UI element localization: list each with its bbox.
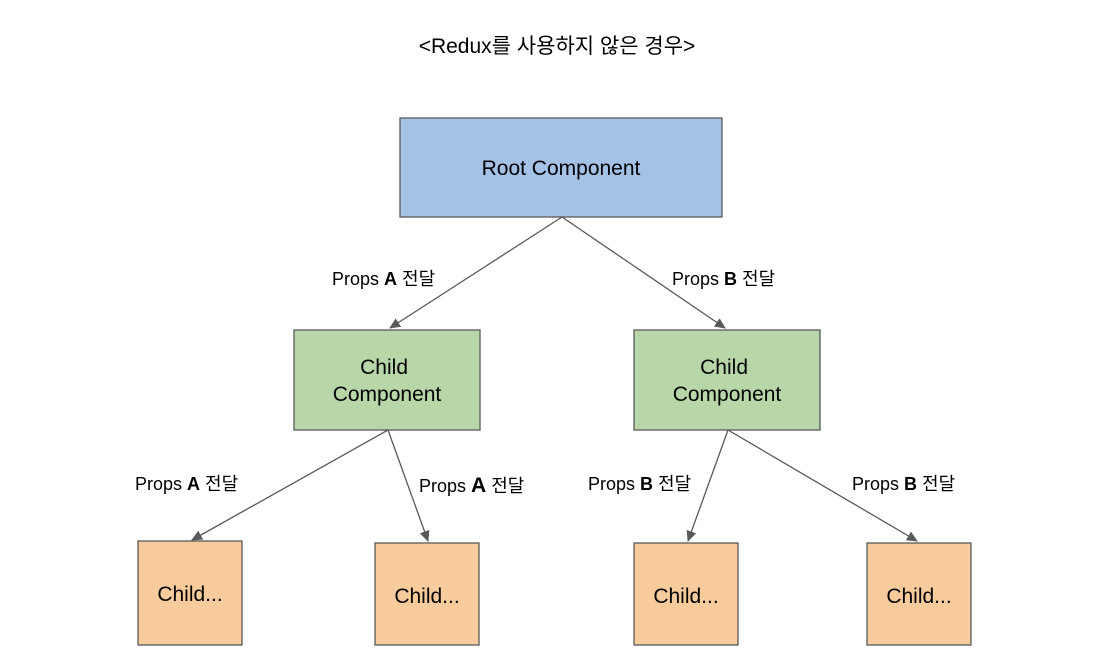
leaf-child-4-label: Child...: [886, 585, 951, 608]
edge-label-a-to-leaf-1-key: A: [187, 474, 200, 494]
edge-child-a-to-leaf-2: [387, 429, 430, 542]
edge-label-a-to-leaf-1-prefix: Props: [135, 474, 187, 494]
edge-label-root-to-a-suffix: 전달: [397, 269, 435, 289]
leaf-child-3-node: Child...: [633, 542, 739, 646]
leaf-child-2-label: Child...: [394, 585, 459, 608]
child-component-b-box: [633, 329, 821, 431]
edge-label-b-to-leaf-4-suffix: 전달: [917, 474, 955, 494]
edge-label-b-to-leaf-4-key: B: [904, 474, 917, 494]
edge-label-root-to-a: Props A 전달: [332, 269, 435, 289]
root-component-label: Root Component: [482, 157, 641, 180]
edge-label-b-to-leaf-3-key: B: [640, 474, 653, 494]
leaf-child-4-node: Child...: [866, 542, 972, 646]
edge-label-root-to-b: Props B 전달: [672, 269, 775, 289]
edge-label-a-to-leaf-2-key: A: [471, 474, 486, 497]
child-component-b-label: Child Component: [673, 356, 782, 406]
child-component-b-node: Child Component: [633, 329, 821, 431]
diagram-title: <Redux를 사용하지 않은 경우>: [419, 35, 696, 58]
leaf-child-3-label: Child...: [653, 585, 718, 608]
leaf-child-3-box: [633, 542, 739, 646]
child-component-a-label: Child Component: [333, 356, 442, 406]
edge-child-a-to-leaf-1: [191, 429, 389, 541]
leaf-child-4-box: [866, 542, 972, 646]
edge-child-b-to-leaf-3: [686, 429, 729, 542]
edge-label-root-to-b-prefix: Props: [672, 269, 724, 289]
leaf-child-2-node: Child...: [374, 542, 480, 646]
child-component-a-node: Child Component: [293, 329, 481, 431]
edge-label-a-to-leaf-2: Props A 전달: [419, 474, 524, 497]
edge-label-b-to-leaf-3-suffix: 전달: [653, 474, 691, 494]
edge-label-root-to-b-suffix: 전달: [737, 269, 775, 289]
leaf-child-1-label: Child...: [157, 583, 222, 606]
root-component-node: Root Component: [399, 117, 723, 218]
child-component-b-line1: Child: [700, 356, 748, 379]
edge-root-to-child-b: [561, 216, 726, 329]
child-component-a-box: [293, 329, 481, 431]
edge-label-b-to-leaf-3-prefix: Props: [588, 474, 640, 494]
edge-label-b-to-leaf-4: Props B 전달: [852, 474, 955, 494]
root-component-box: [399, 117, 723, 218]
edge-label-a-to-leaf-1: Props A 전달: [135, 474, 238, 494]
edge-label-a-to-leaf-2-suffix: 전달: [486, 476, 524, 496]
child-component-a-line1: Child: [360, 356, 408, 379]
edge-label-root-to-a-key: A: [384, 269, 397, 289]
child-component-b-line2: Component: [673, 383, 782, 406]
edge-label-a-to-leaf-2-prefix: Props: [419, 476, 471, 496]
edge-label-root-to-b-key: B: [724, 269, 737, 289]
edge-child-b-to-leaf-4: [727, 429, 918, 542]
edge-label-root-to-a-prefix: Props: [332, 269, 384, 289]
leaf-child-1-node: Child...: [137, 540, 243, 646]
leaf-child-1-box: [137, 540, 243, 646]
edge-label-a-to-leaf-1-suffix: 전달: [200, 474, 238, 494]
leaf-child-2-box: [374, 542, 480, 646]
edge-label-b-to-leaf-4-prefix: Props: [852, 474, 904, 494]
child-component-a-line2: Component: [333, 383, 442, 406]
edge-root-to-child-a: [389, 216, 563, 329]
edge-label-b-to-leaf-3: Props B 전달: [588, 474, 691, 494]
